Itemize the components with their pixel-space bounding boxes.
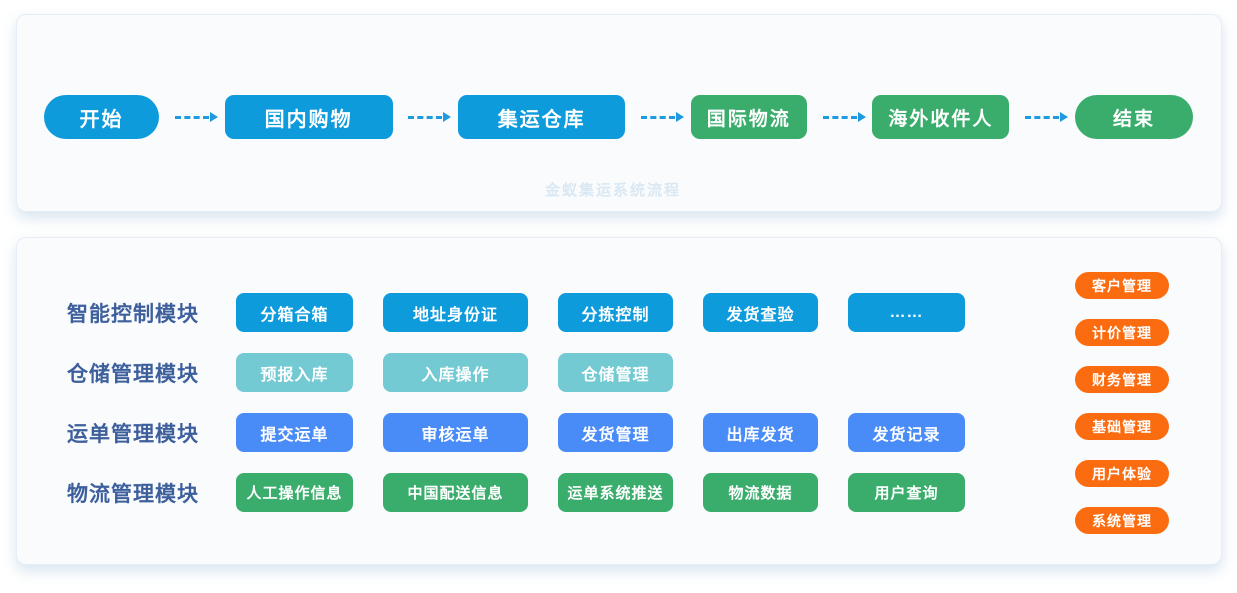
module-row-logistics-management: 物流管理模块 人工操作信息 中国配送信息 运单系统推送 物流数据 用户查询 [67,473,995,512]
side-button-basic-management[interactable]: 基础管理 [1075,413,1169,440]
module-button-china-delivery-info[interactable]: 中国配送信息 [383,473,528,512]
module-button-shipping-check[interactable]: 发货查验 [703,293,818,332]
module-button-logistics-data[interactable]: 物流数据 [703,473,818,512]
module-button-review-waybill[interactable]: 审核运单 [383,413,528,452]
module-row-label: 运单管理模块 [67,422,199,446]
module-row-warehouse-management: 仓储管理模块 预报入库 入库操作 仓储管理 [67,353,995,392]
flow-node-end: 结束 [1074,95,1193,139]
management-side-column: 客户管理 计价管理 财务管理 基础管理 用户体验 系统管理 [1075,272,1169,534]
modules-grid: 智能控制模块 分箱合箱 地址身份证 分拣控制 发货查验 …… 仓储管理模块 预报… [67,293,995,533]
side-button-customer-management[interactable]: 客户管理 [1075,272,1169,299]
flow-arrow-icon [1009,112,1075,122]
flow-node-consolidation-warehouse: 集运仓库 [458,95,626,139]
module-row-label: 物流管理模块 [67,482,199,506]
module-button-inbound-operation[interactable]: 入库操作 [383,353,528,392]
module-button-outbound-shipping[interactable]: 出库发货 [703,413,818,452]
module-button-sorting-control[interactable]: 分拣控制 [558,293,673,332]
module-row-label: 智能控制模块 [67,302,199,326]
module-row-label: 仓储管理模块 [67,362,199,386]
side-button-system-management[interactable]: 系统管理 [1075,507,1169,534]
module-button-warehouse-manage[interactable]: 仓储管理 [558,353,673,392]
flow-arrow-icon [807,112,873,122]
flow-node-start: 开始 [44,95,159,139]
module-button-user-query[interactable]: 用户查询 [848,473,965,512]
module-row-waybill-management: 运单管理模块 提交运单 审核运单 发货管理 出库发货 发货记录 [67,413,995,452]
process-flow: 开始 国内购物 集运仓库 国际物流 海外收件人 结束 [44,95,1193,139]
side-button-user-experience[interactable]: 用户体验 [1075,460,1169,487]
flow-panel: 开始 国内购物 集运仓库 国际物流 海外收件人 结束 金蚁集运系统流程 [16,14,1222,212]
side-button-finance-management[interactable]: 财务管理 [1075,366,1169,393]
side-button-pricing-management[interactable]: 计价管理 [1075,319,1169,346]
flow-node-domestic-shopping: 国内购物 [224,95,393,139]
module-button-submit-waybill[interactable]: 提交运单 [236,413,353,452]
module-button-manual-operation-info[interactable]: 人工操作信息 [236,473,353,512]
module-button-ellipsis[interactable]: …… [848,293,965,332]
flow-arrow-icon [393,112,459,122]
module-button-shipping-manage[interactable]: 发货管理 [558,413,673,452]
module-button-address-id[interactable]: 地址身份证 [383,293,528,332]
module-button-shipping-records[interactable]: 发货记录 [848,413,965,452]
flow-node-overseas-recipient: 海外收件人 [872,95,1010,139]
flow-arrow-icon [625,112,691,122]
flow-watermark: 金蚁集运系统流程 [544,182,681,199]
flow-node-international-logistics: 国际物流 [690,95,807,139]
module-button-box-split-merge[interactable]: 分箱合箱 [236,293,353,332]
flow-arrow-icon [159,112,225,122]
module-row-intelligent-control: 智能控制模块 分箱合箱 地址身份证 分拣控制 发货查验 …… [67,293,995,332]
modules-panel: 智能控制模块 分箱合箱 地址身份证 分拣控制 发货查验 …… 仓储管理模块 预报… [16,237,1222,565]
module-button-waybill-system-push[interactable]: 运单系统推送 [558,473,673,512]
module-button-forecast-inbound[interactable]: 预报入库 [236,353,353,392]
